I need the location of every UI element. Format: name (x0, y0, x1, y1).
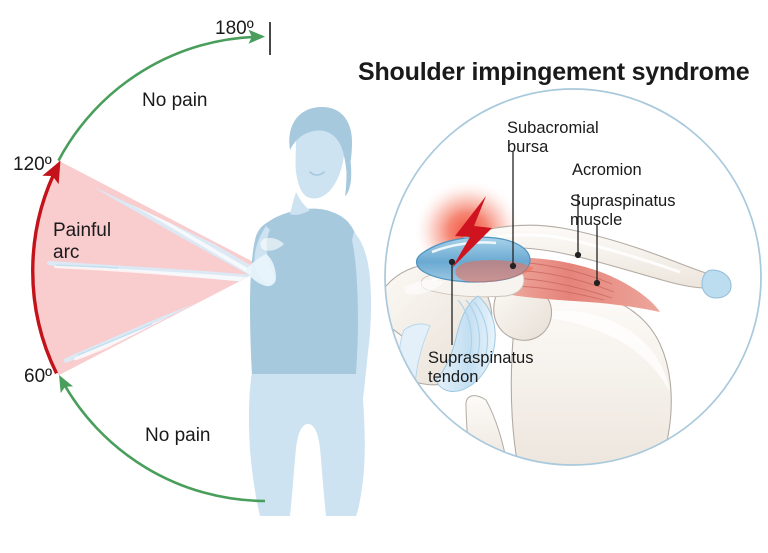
label-subacromial-bursa-line2: bursa (507, 138, 549, 156)
painful-arc-label-line1: Painful (53, 220, 112, 241)
no-pain-label-lower: No pain (145, 425, 211, 446)
label-acromion: Acromion (572, 161, 642, 179)
page-title: Shoulder impingement syndrome (358, 58, 750, 86)
raised-arm-overlay (246, 254, 276, 287)
anatomy-inset (384, 88, 762, 466)
pain-bolt-icon (452, 196, 492, 268)
angle-label-180: 180º (215, 18, 254, 39)
painful-arc-line (31, 160, 61, 375)
label-supraspinatus-tendon-line1: Supraspinatus (428, 349, 534, 367)
angle-label-120: 120º (13, 154, 52, 175)
no-pain-upper-arc (57, 29, 266, 162)
no-pain-label-upper: No pain (142, 90, 208, 111)
label-subacromial-bursa-line1: Subacromial (507, 119, 599, 137)
label-supraspinatus-tendon-line2: tendon (428, 368, 479, 386)
label-supraspinatus-muscle-line1: Supraspinatus (570, 192, 676, 210)
ghost-arm-90 (47, 260, 263, 284)
no-pain-lower-arc (59, 375, 266, 503)
anatomy-circle-outline (384, 88, 762, 466)
supraspinatus-muscle-shape (494, 257, 660, 312)
painful-arc-label-line2: arc (53, 242, 80, 263)
patient-figure (248, 106, 372, 516)
label-supraspinatus-muscle-line2: muscle (570, 211, 623, 229)
label-leader-dots (448, 251, 601, 287)
label-leader-lines (451, 152, 598, 345)
angle-label-60: 60º (24, 366, 53, 387)
